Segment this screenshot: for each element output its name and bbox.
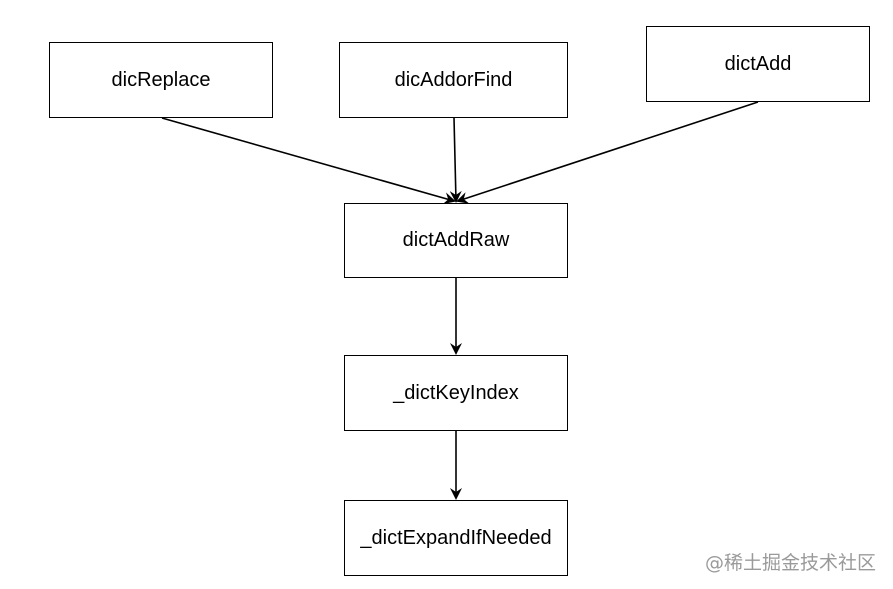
node-dictExpandIfNeeded: _dictExpandIfNeeded [344,500,568,576]
node-dicAddorFind: dicAddorFind [339,42,568,118]
node-dictAddRaw: dictAddRaw [344,203,568,278]
edge-dicAddorFind-to-dictAddRaw [449,117,462,203]
watermark-text: @稀土掘金技术社区 [704,552,876,574]
edge-dicReplace-to-dictAddRaw [161,117,456,205]
node-dictKeyIndex: _dictKeyIndex [344,355,568,431]
node-dicReplace: dicReplace [49,42,273,118]
edge-dictAdd-to-dictAddRaw [456,101,759,204]
node-dictAdd: dictAdd [646,26,870,102]
